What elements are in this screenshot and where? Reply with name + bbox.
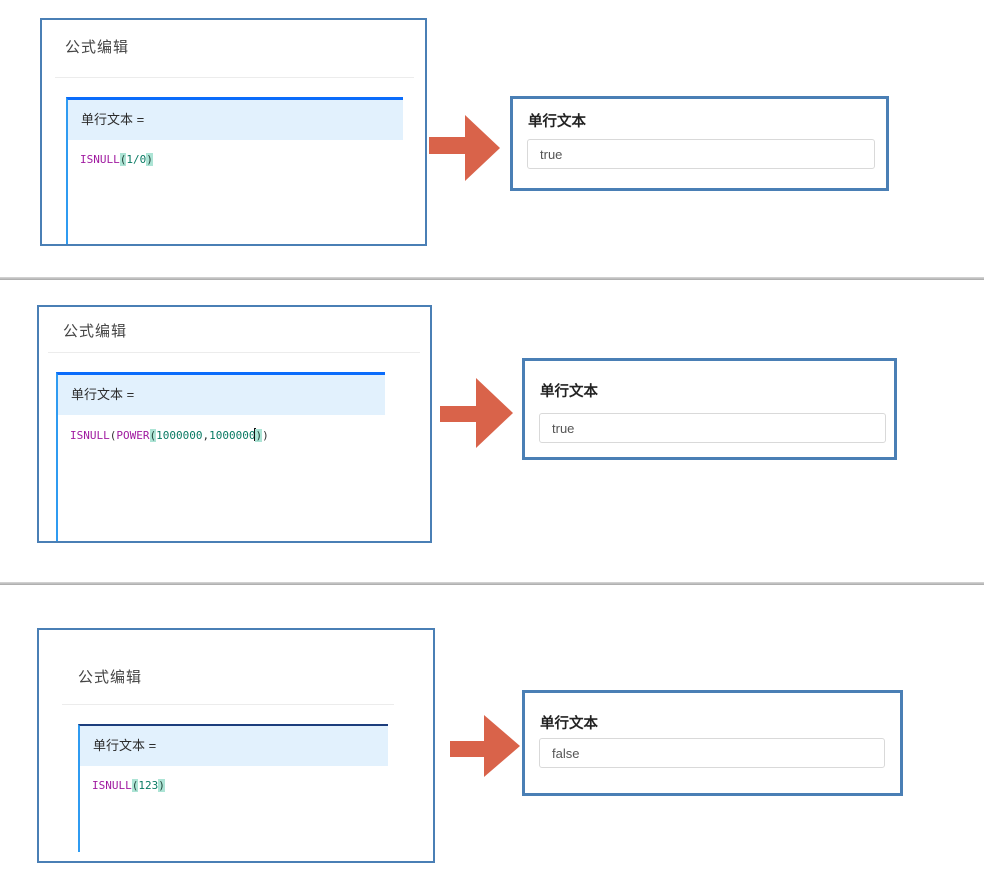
editor-field-header: 单行文本 = [68,100,403,140]
formula-token: ) [146,153,153,166]
result-panel: 单行文本 [510,96,889,191]
formula-code[interactable]: ISNULL(POWER(1000000,1000000)) [58,415,385,442]
formula-token: 1000000 [209,429,256,442]
formula-token: ( [131,779,139,792]
formula-token: 123 [138,779,159,792]
formula-token: ( [109,429,117,442]
result-input[interactable] [539,738,885,768]
result-field-label: 单行文本 [528,114,586,130]
formula-token: ( [119,153,127,166]
result-field-label: 单行文本 [540,716,598,732]
result-panel: 单行文本 [522,358,897,460]
formula-token: ( [149,429,157,442]
result-panel: 单行文本 [522,690,903,796]
formula-editor[interactable]: 单行文本 = ISNULL(1/0) [66,97,403,244]
panel-title: 公式编辑 [78,669,143,686]
result-input[interactable] [527,139,875,169]
row-separator [0,277,984,280]
arrow-right-icon [429,115,500,181]
row-separator [0,582,984,585]
formula-edit-panel: 公式编辑 单行文本 = ISNULL(1/0) [40,18,427,246]
formula-token: ) [262,429,269,442]
formula-edit-panel: 公式编辑 单行文本 = ISNULL(POWER(1000000,1000000… [37,305,432,543]
formula-code[interactable]: ISNULL(1/0) [68,140,403,166]
formula-code[interactable]: ISNULL(123) [80,766,388,792]
arrow-right-icon [440,378,513,448]
formula-token: ISNULL [70,429,110,442]
result-field-label: 单行文本 [540,384,598,400]
panel-title: 公式编辑 [65,39,130,56]
editor-field-header: 单行文本 = [58,375,385,415]
formula-token: ISNULL [92,779,132,792]
result-input[interactable] [539,413,886,443]
title-divider [48,352,420,353]
formula-token: ) [255,429,263,442]
formula-token: , [202,429,210,442]
panel-title: 公式编辑 [63,323,128,340]
arrow-right-icon [450,715,520,778]
formula-editor[interactable]: 单行文本 = ISNULL(POWER(1000000,1000000)) [56,372,385,541]
title-divider [62,704,394,705]
formula-editor[interactable]: 单行文本 = ISNULL(123) [78,724,388,852]
formula-token: 1000000 [156,429,203,442]
formula-token: ) [158,779,165,792]
formula-token: ISNULL [80,153,120,166]
formula-edit-panel: 公式编辑 单行文本 = ISNULL(123) [37,628,435,863]
title-divider [55,77,414,78]
editor-field-header: 单行文本 = [80,726,388,766]
formula-token: 1/0 [126,153,147,166]
formula-token: POWER [116,429,150,442]
